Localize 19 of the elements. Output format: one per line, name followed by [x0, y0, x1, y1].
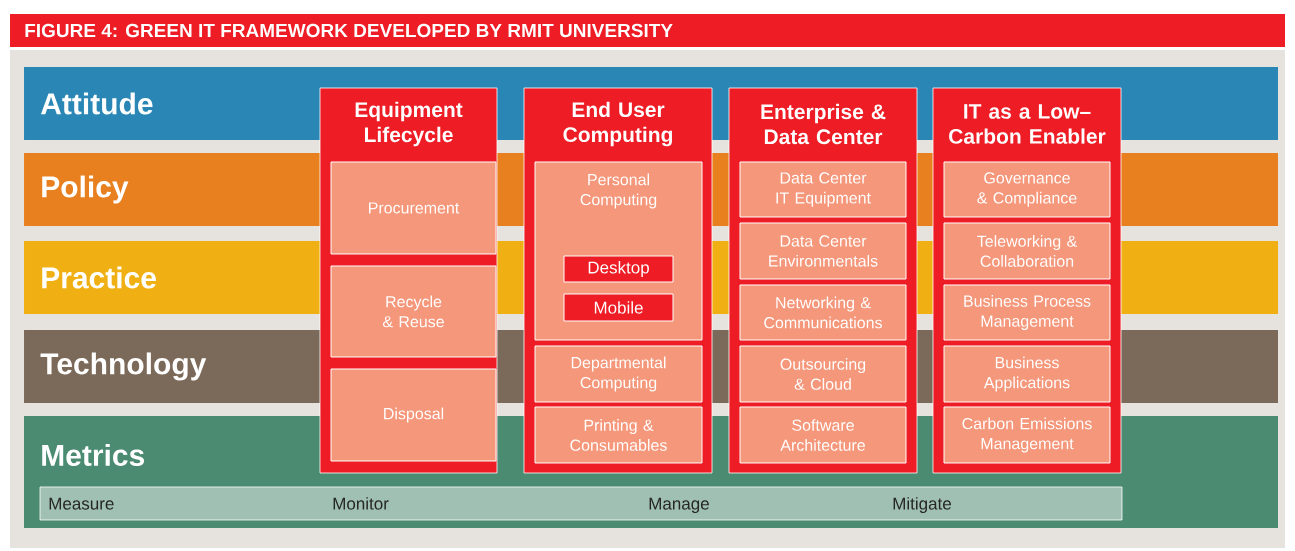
category-box: Teleworking & Collaboration	[943, 222, 1111, 280]
category-box: Outsourcing & Cloud	[739, 345, 907, 403]
category-box: Departmental Computing	[534, 345, 703, 403]
category-box: Carbon Emissions Management	[943, 406, 1111, 464]
category-box: Governance & Compliance	[943, 161, 1111, 218]
category-box: Disposal	[330, 368, 497, 462]
category-box: Networking & Communications	[739, 284, 907, 341]
category-box: Recycle & Reuse	[330, 265, 497, 358]
scale-bar: Measure Monitor Manage Mitigate	[39, 486, 1123, 521]
category-box: Software Architecture	[739, 406, 907, 464]
title-bar: FIGURE 4: GREEN IT FRAMEWORK DEVELOPED BY RMIT UNIVERSITY	[10, 14, 1285, 47]
category-box: Data Center IT Equipment	[739, 161, 907, 218]
category-box: Printing & Consumables	[534, 406, 703, 464]
category-box: Business Applications	[943, 345, 1111, 403]
tag-box: Mobile	[563, 293, 674, 322]
category-box: Business Process Management	[943, 284, 1111, 341]
category-box: Procurement	[330, 161, 497, 255]
tag-box: Desktop	[563, 255, 674, 283]
category-box: Data Center Environmentals	[739, 222, 907, 280]
